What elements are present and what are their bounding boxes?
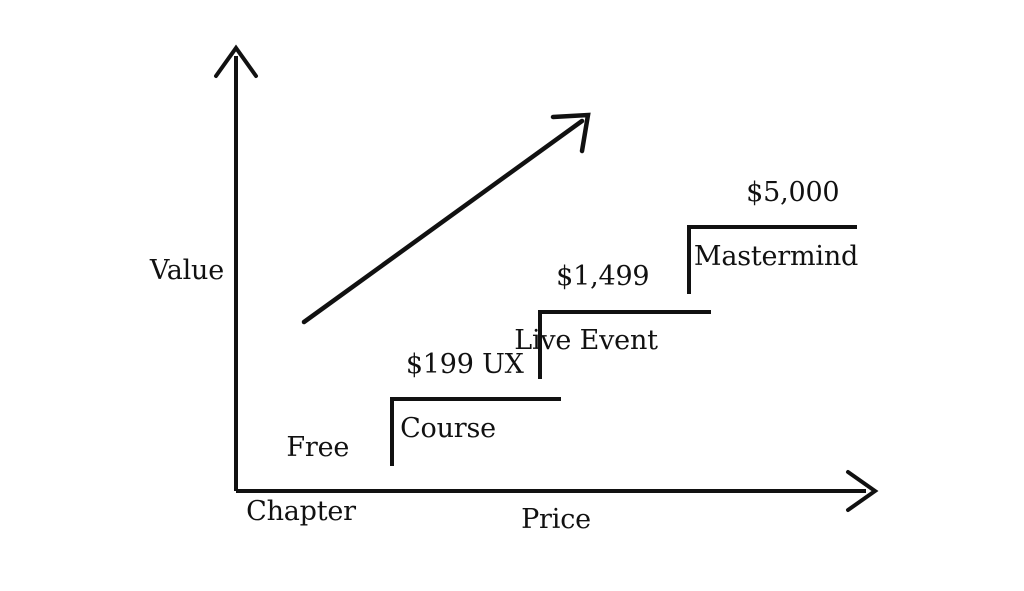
step-label-ux-course-price: $199 UX [405, 348, 524, 380]
step-mastermind [687, 225, 857, 294]
price-axis-title: Price [521, 504, 591, 535]
growth-trend-arrow-shaft [301, 118, 585, 325]
step-label-live-event: $1,499 Live Event [500, 229, 672, 420]
step-label-free-chapter: Free Chapter [228, 400, 374, 591]
growth-trend-arrow [301, 112, 591, 325]
step-label-mastermind: $5,000 Mastermind [670, 145, 882, 336]
step-label-mastermind-product: Mastermind [693, 240, 859, 272]
step-label-ux-course: $199 UX Course [372, 317, 524, 508]
step-label-free-chapter-price: Free [286, 431, 350, 463]
axes-group [214, 44, 879, 512]
step-free-chapter [390, 397, 561, 466]
step-label-ux-course-product: Course [400, 412, 496, 444]
value-axis-title: Value [149, 255, 224, 286]
value-axis-arrow-icon [214, 44, 258, 78]
step-label-live-event-product: Live Event [514, 324, 658, 356]
growth-trend-arrow-head-icon [550, 112, 591, 154]
step-ux-course [538, 310, 711, 379]
step-label-free-chapter-product: Chapter [246, 495, 356, 527]
diagram-canvas: Value Price Free Chapter $199 UX Course … [149, 44, 882, 535]
step-label-live-event-price: $1,499 [556, 260, 650, 292]
step-label-mastermind-price: $5,000 [746, 176, 840, 208]
price-axis-arrow-icon [846, 470, 879, 512]
value-ladder-figure [214, 44, 879, 512]
